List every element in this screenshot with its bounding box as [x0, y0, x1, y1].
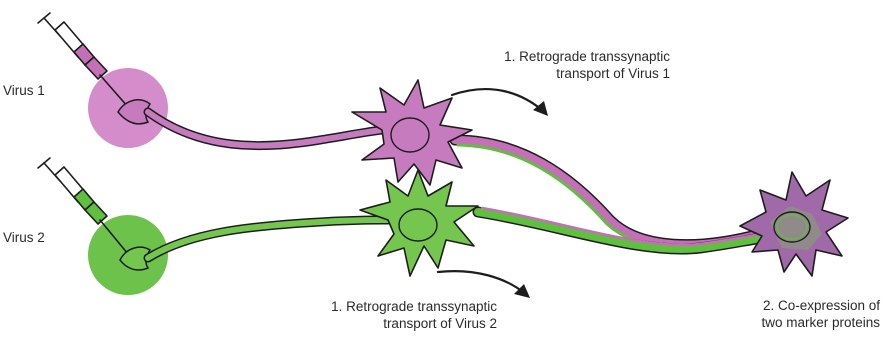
- curved-arrow-icon: [438, 271, 530, 298]
- transport-virus2-line2: transport of Virus 2: [252, 315, 497, 332]
- curved-arrow-icon: [452, 89, 548, 116]
- transport-virus1-line1: 1. Retrograde transsynaptic: [425, 48, 670, 65]
- axon-purple-to-target: [455, 140, 760, 245]
- transport-virus2-label: 1. Retrograde transsynaptic transport of…: [252, 298, 497, 332]
- coexpression-line1: 2. Co-expression of: [700, 297, 880, 314]
- virus2-label: Virus 2: [3, 229, 45, 246]
- virus1-label: Virus 1: [3, 82, 45, 99]
- transport-virus2-line1: 1. Retrograde transsynaptic: [252, 298, 497, 315]
- coexpression-label: 2. Co-expression of two marker proteins: [700, 297, 880, 331]
- coexpression-line2: two marker proteins: [700, 314, 880, 331]
- transport-virus1-label: 1. Retrograde transsynaptic transport of…: [425, 48, 670, 82]
- transport-virus1-line2: transport of Virus 1: [425, 65, 670, 82]
